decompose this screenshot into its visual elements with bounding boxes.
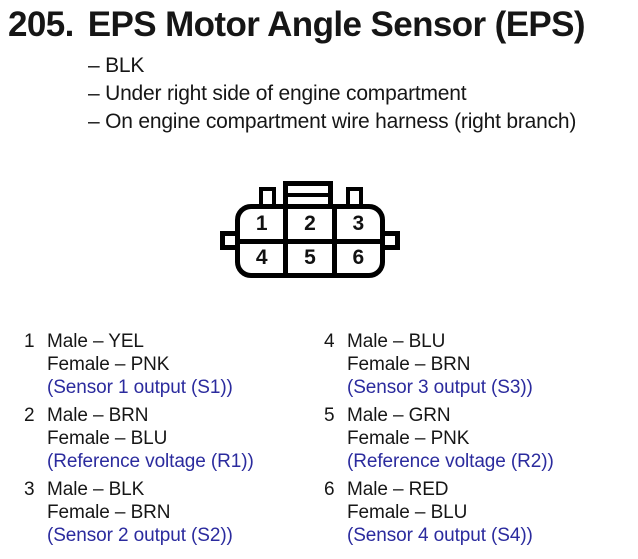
pin-female-wire: Female – PNK	[347, 428, 470, 449]
pin-female-wire: Female – BLU	[47, 428, 168, 449]
pin-male-wire: Male – RED	[347, 479, 449, 500]
connector-body: 1 2 3 4 5 6	[235, 204, 385, 278]
pin-entry: 4 Male – BLU Female – BRN (Sensor 3 outp…	[324, 330, 554, 399]
pin-signal: (Reference voltage (R1))	[47, 451, 254, 472]
note-line: – On engine compartment wire harness (ri…	[88, 110, 577, 133]
pin-signal: (Sensor 1 output (S1))	[47, 377, 233, 398]
pin-entry: 6 Male – RED Female – BLU (Sensor 4 outp…	[324, 478, 554, 547]
pin-female-wire: Female – BLU	[347, 502, 468, 523]
pin-number: 6	[324, 479, 335, 500]
title-number: 205.	[8, 5, 74, 44]
pin-signal: (Sensor 2 output (S2))	[47, 525, 233, 546]
pin-male-wire: Male – BRN	[47, 405, 149, 426]
pin-signal: (Reference voltage (R2))	[347, 451, 554, 472]
pin-number: 1	[24, 331, 35, 352]
connector-pin-5: 5	[288, 243, 332, 273]
note-line: – Under right side of engine compartment	[88, 82, 467, 105]
notes-list: – BLK – Under right side of engine compa…	[88, 52, 576, 136]
pin-male-wire: Male – BLU	[347, 331, 446, 352]
pin-male-wire: Male – YEL	[47, 331, 144, 352]
connector-latch-line	[288, 193, 328, 197]
pin-list-left: 1 Male – YEL Female – PNK (Sensor 1 outp…	[24, 330, 254, 552]
pin-number: 3	[24, 479, 35, 500]
connector-pin-1: 1	[240, 209, 284, 239]
connector-pin-3: 3	[336, 209, 380, 239]
connector-pin-6: 6	[336, 243, 380, 273]
connector-diagram: 1 2 3 4 5 6	[220, 181, 400, 278]
pin-number: 5	[324, 405, 335, 426]
pin-entry: 1 Male – YEL Female – PNK (Sensor 1 outp…	[24, 330, 254, 399]
pin-entry: 2 Male – BRN Female – BLU (Reference vol…	[24, 404, 254, 473]
pin-male-wire: Male – BLK	[47, 479, 145, 500]
connector-pin-4: 4	[240, 243, 284, 273]
pin-female-wire: Female – PNK	[47, 354, 170, 375]
pin-signal: (Sensor 3 output (S3))	[347, 377, 533, 398]
page-title: 205. EPS Motor Angle Sensor (EPS)	[8, 5, 586, 45]
pin-number: 4	[324, 331, 335, 352]
title-text: EPS Motor Angle Sensor (EPS)	[87, 5, 586, 44]
connector-tab-right	[380, 231, 400, 250]
connector-pin-2: 2	[288, 209, 332, 239]
pin-entry: 3 Male – BLK Female – BRN (Sensor 2 outp…	[24, 478, 254, 547]
pin-list-right: 4 Male – BLU Female – BRN (Sensor 3 outp…	[324, 330, 554, 552]
pin-male-wire: Male – GRN	[347, 405, 451, 426]
pin-number: 2	[24, 405, 35, 426]
pin-signal: (Sensor 4 output (S4))	[347, 525, 533, 546]
pin-entry: 5 Male – GRN Female – PNK (Reference vol…	[324, 404, 554, 473]
pin-female-wire: Female – BRN	[347, 354, 471, 375]
note-line: – BLK	[88, 54, 145, 77]
pin-female-wire: Female – BRN	[47, 502, 171, 523]
